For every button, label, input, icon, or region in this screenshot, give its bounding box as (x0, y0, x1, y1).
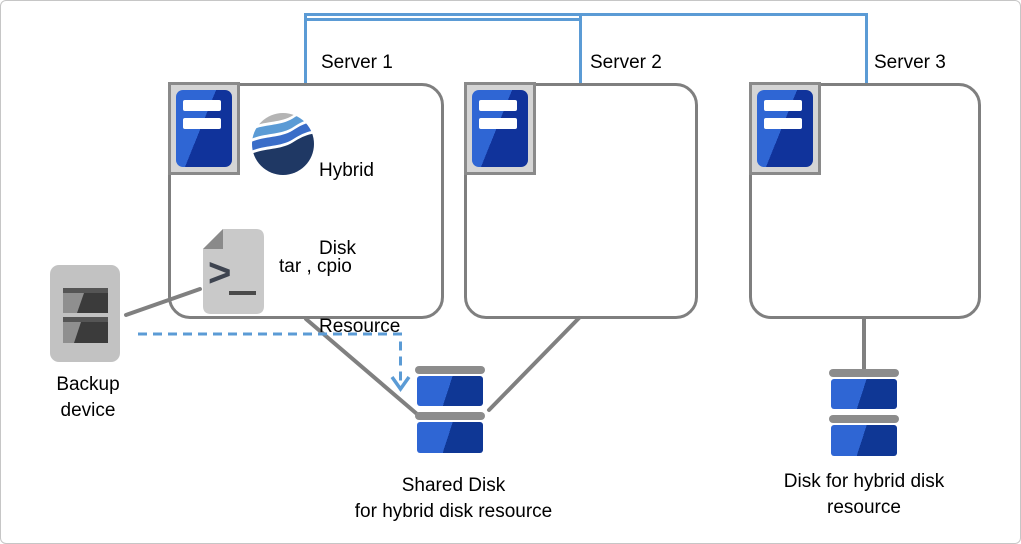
server-chassis-icon (757, 90, 813, 167)
server1-icon (168, 82, 240, 175)
backup-device-icon (50, 265, 120, 362)
backup-tools-label: tar , cpio (279, 256, 352, 277)
server2-icon (464, 82, 536, 175)
server1-label: Server 1 (321, 52, 393, 73)
server-chassis-icon (176, 90, 232, 167)
prompt-glyph: > (208, 251, 231, 295)
script-file-icon: > (203, 229, 264, 314)
server3-icon (749, 82, 821, 175)
underscore-glyph (229, 291, 256, 295)
backup-device-label: Backup device (56, 374, 120, 421)
hybrid-disk-resource-globe-icon (252, 113, 314, 175)
shared-disk-icon (415, 366, 485, 456)
server-chassis-icon (472, 90, 528, 167)
hybrid-disk-label: Disk for hybrid disk resource (783, 471, 945, 518)
server3-label: Server 3 (874, 52, 946, 73)
hybrid-disk-icon (829, 369, 899, 459)
folded-corner-icon (203, 229, 223, 249)
hybrid-disk-resource-label: Hybrid Disk Resource (319, 160, 401, 337)
shared-disk-label: Shared Disk for hybrid disk resource (354, 475, 553, 522)
server2-label: Server 2 (590, 52, 662, 73)
